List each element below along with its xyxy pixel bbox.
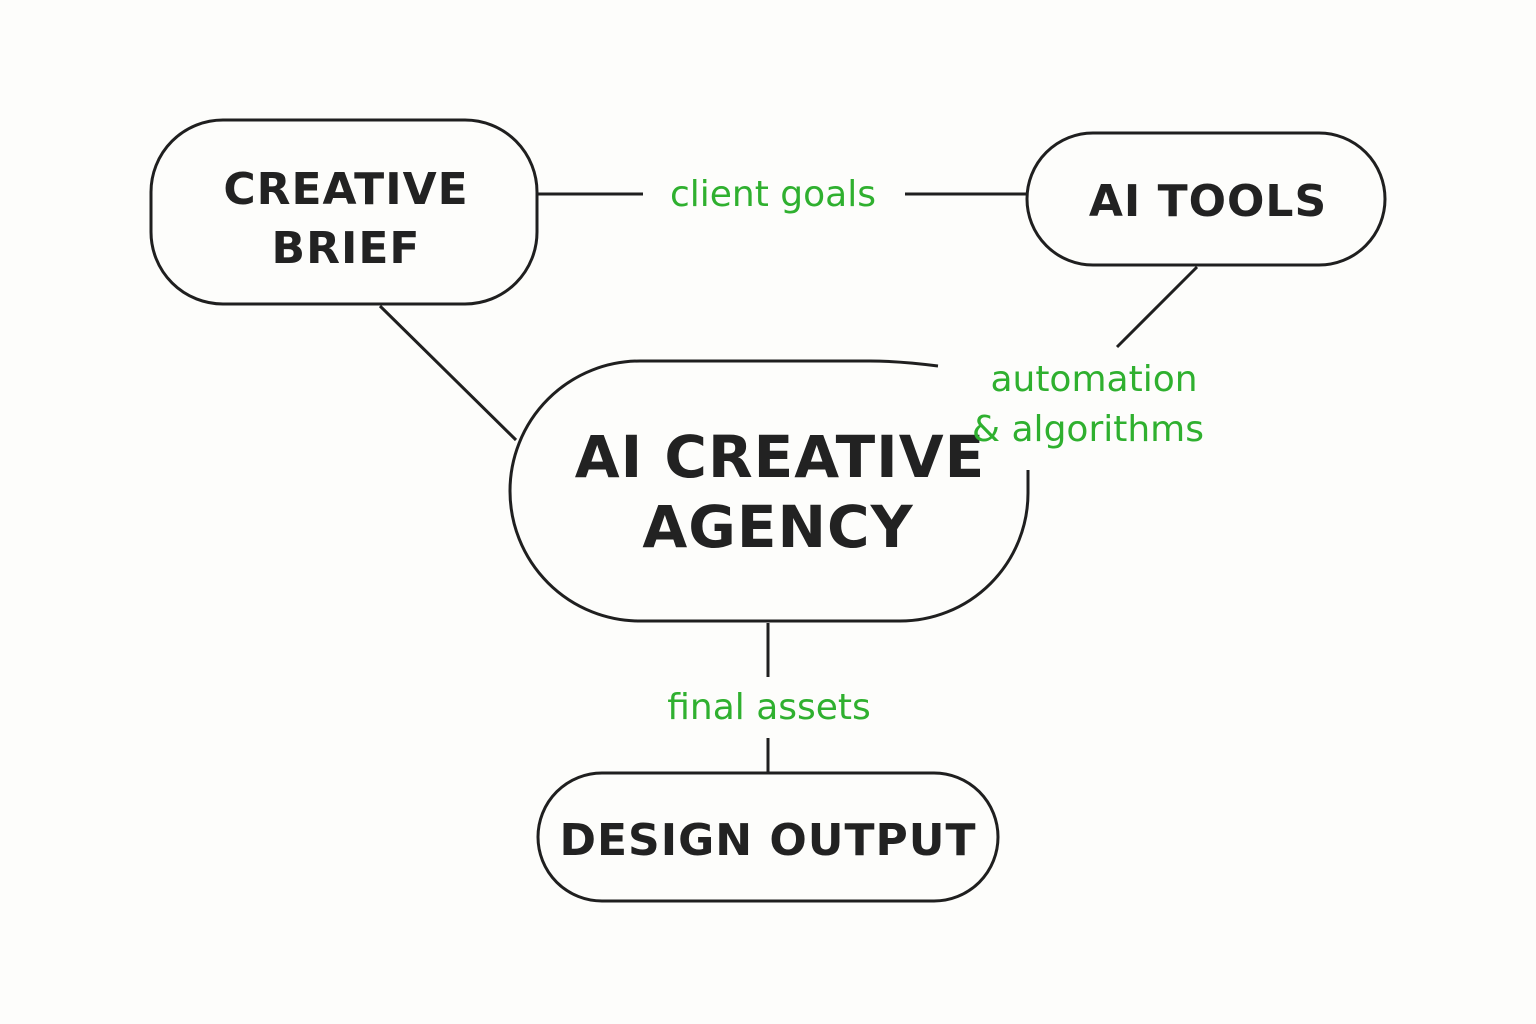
creative-brief-label-line2: BRIEF (272, 223, 421, 274)
creative-brief-label-line1: CREATIVE (223, 164, 468, 215)
node-ai-creative-agency: AI CREATIVE AGENCY (508, 359, 1030, 623)
ai-creative-agency-label-line1: AI CREATIVE (575, 423, 986, 491)
edge-label-client-goals: client goals (670, 174, 876, 215)
edge-label-final-assets: final assets (667, 687, 871, 728)
design-output-label: DESIGN OUTPUT (559, 815, 976, 866)
ai-creative-agency-label-line2: AGENCY (642, 493, 913, 561)
connector-tools-to-automation-label (1115, 265, 1199, 349)
edge-label-algorithms: & algorithms (972, 409, 1204, 450)
edge-label-automation: automation (990, 359, 1197, 400)
connector-brief-to-agency (378, 304, 518, 442)
ai-tools-box (1025, 131, 1387, 267)
design-output-box (536, 771, 1000, 903)
ai-creative-agency-box (508, 359, 1030, 623)
creative-brief-box (149, 118, 539, 306)
ai-tools-label: AI TOOLS (1089, 176, 1327, 227)
node-ai-tools: AI TOOLS (1025, 131, 1387, 267)
node-design-output: DESIGN OUTPUT (536, 771, 1000, 903)
node-creative-brief: CREATIVE BRIEF (149, 118, 539, 306)
